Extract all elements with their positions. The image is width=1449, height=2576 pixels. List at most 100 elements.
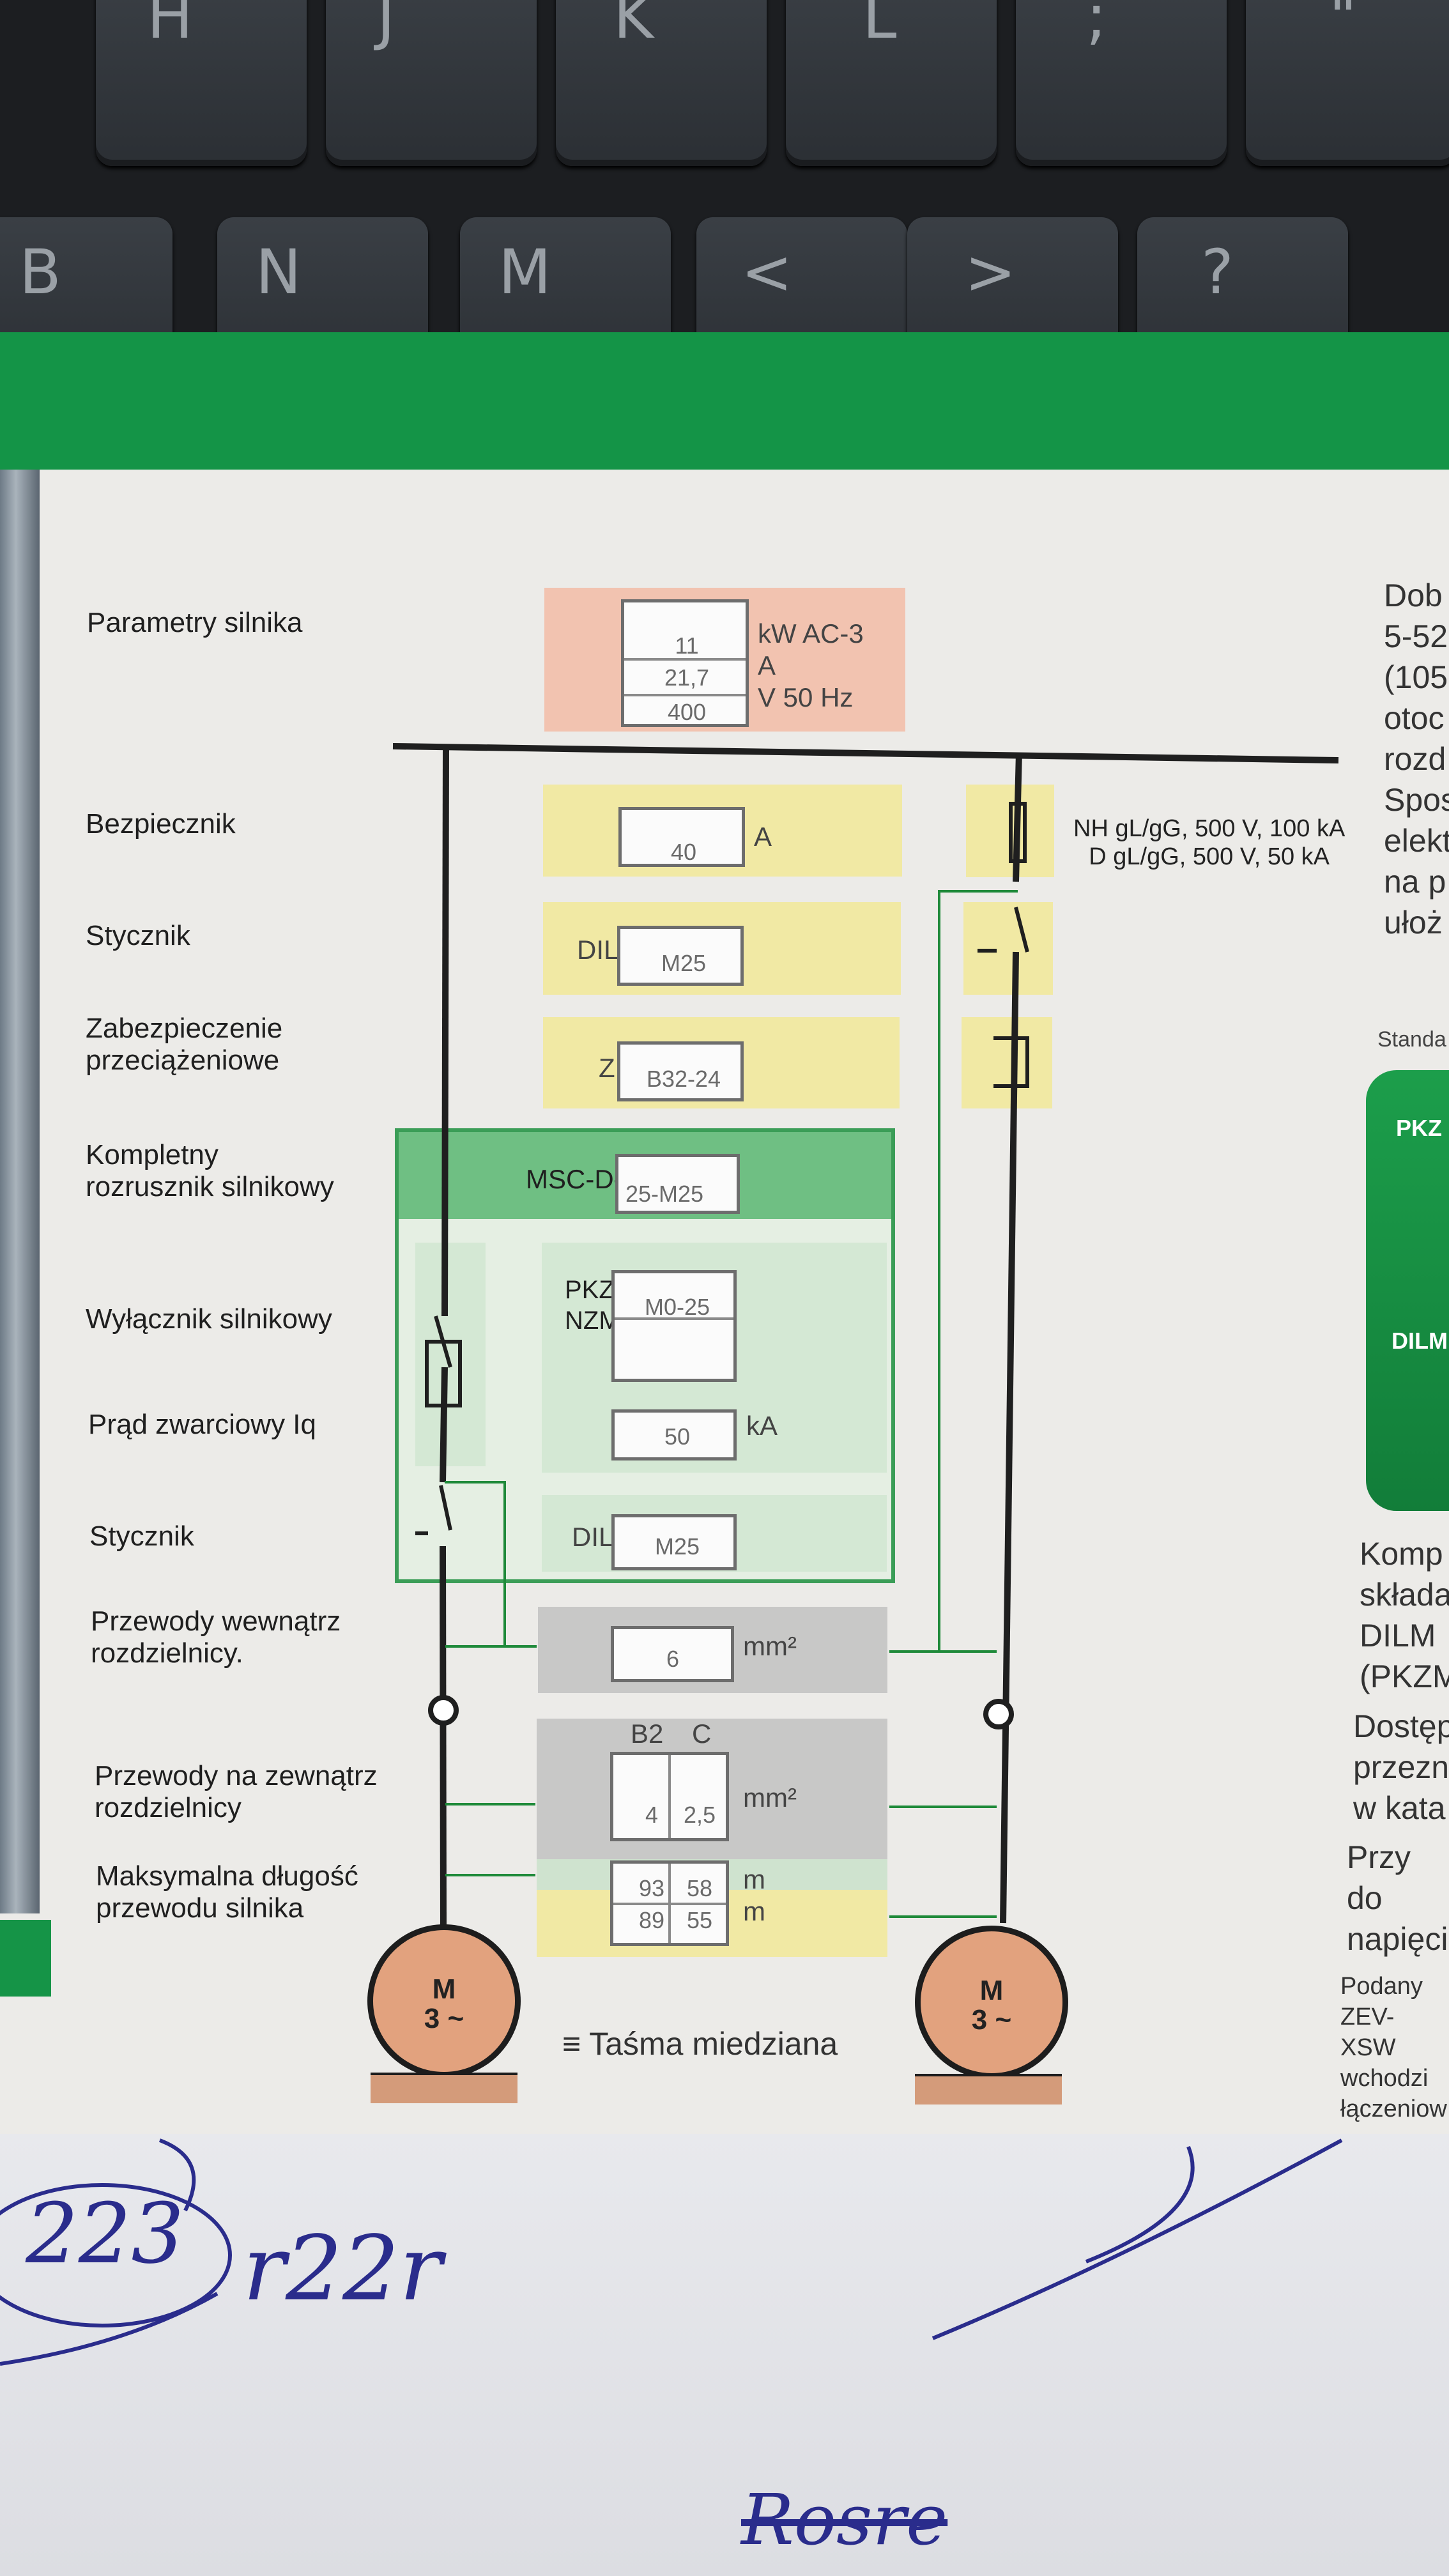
motor-right-base [915,2074,1062,2104]
key-j: J [326,0,537,166]
fuse-value: 40 [670,839,697,865]
right-green-panel [1366,1070,1449,1511]
motor-left-base [371,2073,518,2103]
key-h: H [96,0,307,166]
dil2-prefix: DIL [572,1522,614,1552]
green-band [0,332,1449,486]
key-quote: " [1246,0,1449,166]
starter-value: 25-M25 [625,1181,704,1207]
overload-symbol-panel [962,1017,1052,1108]
contactor-value: M25 [661,950,707,976]
key-label: " [1329,0,1358,52]
label-contactor-2: Stycznik [89,1521,194,1552]
fuse-unit: A [754,822,772,852]
label-wires-outside: Przewody na zewnątrz rozdzielnicy [95,1760,378,1823]
iq-unit: kA [746,1411,778,1441]
footnote: Podany ZEV-XSW wchodzi łączeniow [1340,1973,1447,2122]
key-semicolon: ; [1016,0,1227,166]
current-value: 21,7 [664,664,710,691]
fuse-note: NH gL/gG, 500 V, 100 kA D gL/gG, 500 V, … [1073,815,1346,870]
key-label: N [256,236,302,308]
contactor2-window [611,1514,737,1570]
label-wires-inside: Przewody wewnątrz rozdzielnicy. [91,1606,341,1669]
label-fuse: Bezpiecznik [86,808,236,839]
left-green-tab [0,1920,51,1997]
divider [668,1755,671,1838]
label-overload: Zabezpieczenie przeciążeniowe [86,1013,283,1076]
handwriting-middle: r22r [243,2217,442,2321]
current-unit: A [758,650,776,680]
label-contactor: Stycznik [86,920,190,951]
fuse-window [618,807,745,867]
meter-unit-1: m [743,1864,765,1894]
motor-right: M 3 ~ [915,1926,1068,2079]
handwriting-bottom: Rosre [741,2479,948,2561]
motor-left: M 3 ~ [367,1924,521,2078]
contactor2-value: M25 [654,1533,700,1560]
meter-unit-2: m [743,1896,765,1926]
power-unit: kW AC-3 [758,618,864,648]
z-prefix: Z [599,1053,615,1083]
wire-c-value: 2,5 [683,1802,716,1828]
voltage-value: 400 [667,699,707,725]
key-label: L [862,0,897,52]
left-photo-strip [0,470,40,1913]
key-label: ? [1201,236,1234,308]
right-column-text-2: Komp składa DILM (PKZM [1360,1536,1449,1694]
contactor-symbol-panel [963,902,1053,995]
key-label: H [147,0,194,52]
iq-window [611,1409,737,1460]
motor-params-window [621,599,749,727]
label-max-length: Maksymalna długość przewodu silnika [96,1860,358,1924]
length-b2-2: 89 [638,1907,665,1933]
divider [624,658,746,661]
length-c-1: 58 [686,1875,713,1901]
label-short-circuit: Prąd zwarciowy Iq [88,1409,317,1440]
label-motor-breaker: Wyłącznik silnikowy [86,1303,332,1335]
pkz-prefix: PKZ NZM [565,1276,620,1335]
key-label: B [19,236,61,308]
pen-scribbles [0,2138,1343,2366]
divider [624,694,746,696]
length-b2-1: 93 [638,1875,665,1901]
right-column-text-4: Przy do napięci [1347,1839,1448,1957]
col-b2: B2 [631,1719,664,1749]
motor-label: M 3 ~ [971,1975,1012,2035]
wiring-diagram [392,743,1339,1930]
wire-b2-value: 4 [645,1802,659,1828]
motor-label: M 3 ~ [424,1974,464,2034]
dil-prefix: DIL [577,935,619,965]
mm2-unit: mm² [743,1631,797,1661]
iq-value: 50 [664,1423,691,1450]
key-label: M [498,236,551,308]
key-label: < [741,236,793,308]
divider [615,1317,733,1320]
key-label: > [965,236,1016,308]
key-label: K [613,0,654,52]
standard-label: Standa [1377,1027,1446,1052]
breaker-value: M0-25 [644,1294,710,1320]
col-c: C [692,1719,712,1749]
mm2-unit-2: mm² [743,1782,797,1813]
key-label: J [377,0,395,52]
wires-inside-window [611,1626,734,1682]
key-label: ; [1086,0,1107,52]
label-complete-starter: Kompletny rozrusznik silnikowy [86,1139,334,1202]
voltage-unit: V 50 Hz [758,682,854,712]
dilm-tab: DILM [1392,1328,1448,1354]
overload-value: B32-24 [646,1066,721,1092]
starter-window [615,1154,740,1214]
divider [668,1864,671,1943]
length-c-2: 55 [686,1907,713,1933]
label-motor-params: Parametry silnika [87,607,303,638]
right-column-text: Dob 5-52 (105 otoc rozd Spos elekt na p … [1384,578,1449,940]
key-l: L [786,0,997,166]
pkz-tab: PKZ [1396,1115,1442,1141]
handwriting-left: 223 [26,2185,185,2282]
overload-window [617,1041,744,1101]
contactor-window [617,926,744,986]
wire-inside-value: 6 [666,1646,680,1672]
key-k: K [556,0,767,166]
power-value: 11 [675,632,699,659]
msc-prefix: MSC-D- [526,1164,623,1194]
